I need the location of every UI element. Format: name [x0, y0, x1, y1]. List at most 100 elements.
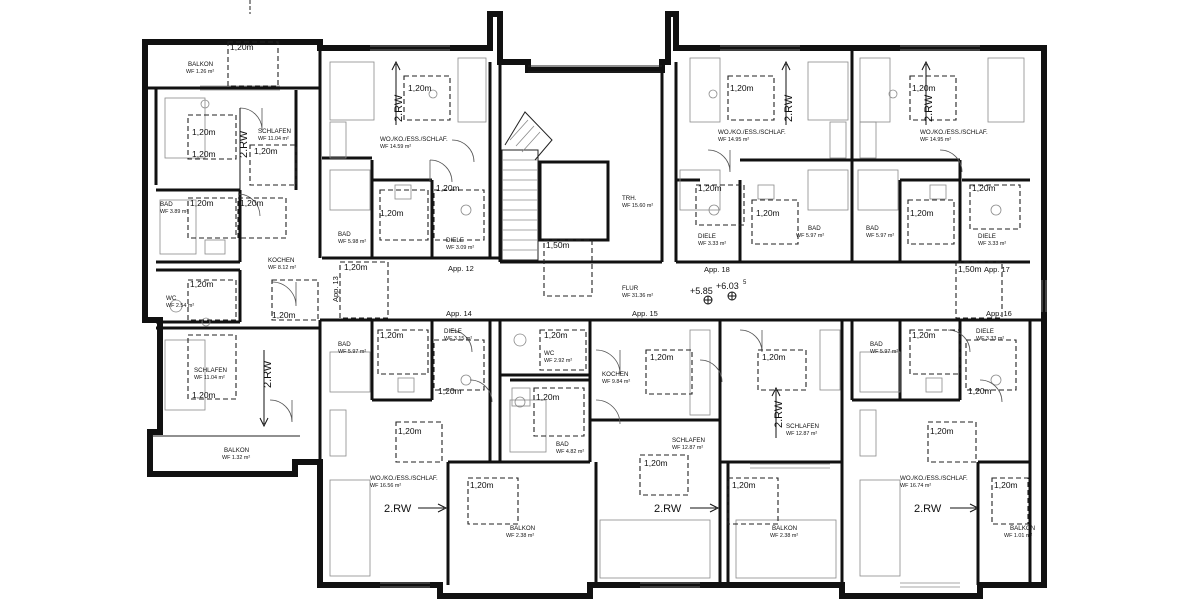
clearance-label: 1,20m [912, 330, 936, 340]
rw-labels: 2.RW 2.RW 2.RW 2.RW 2.RW 2.RW 2.RW 2.RW … [238, 94, 942, 515]
clearance-label: 1,20m [192, 149, 216, 159]
clearance-labels: 1,20m 1,20m 1,20m 1,20m 1,20m 1,20m 1,20… [190, 42, 1018, 490]
clearance-label: 1,20m [644, 458, 668, 468]
svg-text:BAD: BAD [338, 341, 351, 348]
svg-text:WF 1.26 m²: WF 1.26 m² [186, 69, 214, 75]
svg-text:WF 3.33 m²: WF 3.33 m² [976, 336, 1004, 342]
svg-text:WF 5.97 m²: WF 5.97 m² [796, 233, 824, 239]
svg-text:WF 2.92 m²: WF 2.92 m² [544, 358, 572, 364]
apartment-labels: App. 12 App. 13 App. 14 App. 15 App. 16 … [331, 264, 1012, 318]
svg-text:DIELE: DIELE [444, 328, 462, 335]
clearance-label: 1,20m [544, 330, 568, 340]
svg-text:WF 2.38 m²: WF 2.38 m² [770, 533, 798, 539]
svg-text:SCHLAFEN: SCHLAFEN [672, 437, 705, 444]
clearance-label: 1,20m [470, 480, 494, 490]
level-main: +5.85 [690, 286, 713, 296]
exterior-walls [142, 11, 1047, 599]
svg-text:WF 2.54 m²: WF 2.54 m² [166, 303, 194, 309]
svg-text:BAD: BAD [160, 201, 173, 208]
svg-text:KOCHEN: KOCHEN [602, 371, 628, 378]
clearance-label: 1,20m [192, 390, 216, 400]
clearance-boxes [187, 41, 1029, 525]
clearance-label: 1,20m [972, 183, 996, 193]
rw-label: 2.RW [393, 94, 405, 122]
clearance-label: 1,20m [272, 310, 296, 320]
svg-text:BAD: BAD [870, 341, 883, 348]
clearance-label: 1,20m [408, 83, 432, 93]
clearance-label: 1,20m [438, 386, 462, 396]
apartment-label: App. 13 [331, 276, 340, 302]
svg-text:DIELE: DIELE [978, 233, 996, 240]
svg-text:WF 12.87 m²: WF 12.87 m² [786, 431, 817, 437]
svg-text:WF 11.04 m²: WF 11.04 m² [258, 136, 289, 142]
clearance-label: 1,20m [380, 330, 404, 340]
svg-text:SCHLAFEN: SCHLAFEN [258, 128, 291, 135]
clearance-label: 1,20m [230, 42, 254, 52]
apartment-label: App. 15 [632, 309, 658, 318]
svg-text:BALKON: BALKON [772, 525, 797, 532]
clearance-label: 1,20m [436, 183, 460, 193]
room-treppenhaus: TRH.WF 15.60 m² [622, 195, 653, 209]
svg-text:WF 5.97 m²: WF 5.97 m² [866, 233, 894, 239]
clearance-label: 1,50m [958, 264, 982, 274]
level-marks: +5.85 +6.03 5 [690, 280, 747, 296]
interior-walls [145, 48, 1044, 585]
svg-text:WC: WC [166, 295, 177, 302]
svg-text:WF 3.09 m²: WF 3.09 m² [446, 245, 474, 251]
svg-text:KOCHEN: KOCHEN [268, 257, 294, 264]
svg-text:WC: WC [544, 350, 555, 357]
apartment-label: App. 16 [986, 309, 1012, 318]
svg-text:BALKON: BALKON [510, 525, 535, 532]
rw-label: 2.RW [783, 94, 795, 122]
clearance-label: 1,20m [968, 386, 992, 396]
clearance-label: 1,20m [732, 480, 756, 490]
svg-text:WF 11.04 m²: WF 11.04 m² [194, 375, 225, 381]
level-superscript: 5 [743, 280, 747, 286]
svg-text:TRH.: TRH. [622, 195, 637, 202]
svg-text:WF 14.95 m²: WF 14.95 m² [920, 137, 951, 143]
room-wko-18: WO./KO./ESS./SCHLAF.WF 14.95 m² [718, 129, 786, 143]
clearance-label: 1,20m [762, 352, 786, 362]
clearance-label: 1,20m [994, 480, 1018, 490]
svg-text:DIELE: DIELE [698, 233, 716, 240]
svg-text:BAD: BAD [808, 225, 821, 232]
clearance-label: 1,20m [398, 426, 422, 436]
rw-label: 2.RW [654, 503, 682, 515]
rw-label: 2.RW [914, 503, 942, 515]
clearance-label: 1,20m [190, 198, 214, 208]
clearance-label: 1,20m [756, 208, 780, 218]
svg-text:WO./KO./ESS./SCHLAF.: WO./KO./ESS./SCHLAF. [718, 129, 786, 136]
svg-text:BAD: BAD [338, 231, 351, 238]
rw-label: 2.RW [262, 360, 274, 388]
clearance-label: 1,20m [344, 262, 368, 272]
svg-text:WF 5.97 m²: WF 5.97 m² [870, 349, 898, 355]
svg-text:WF 5.98 m²: WF 5.98 m² [338, 239, 366, 245]
apartment-label: App. 12 [448, 264, 474, 273]
svg-text:WF 3.33 m²: WF 3.33 m² [698, 241, 726, 247]
svg-text:BAD: BAD [556, 441, 569, 448]
apartment-label: App. 14 [446, 309, 472, 318]
svg-text:WF 12.87 m²: WF 12.87 m² [672, 445, 703, 451]
level-marker-icon [703, 291, 737, 305]
clearance-label: 1,20m [698, 183, 722, 193]
apartment-label: App. 18 [704, 265, 730, 274]
staircase [501, 111, 553, 261]
